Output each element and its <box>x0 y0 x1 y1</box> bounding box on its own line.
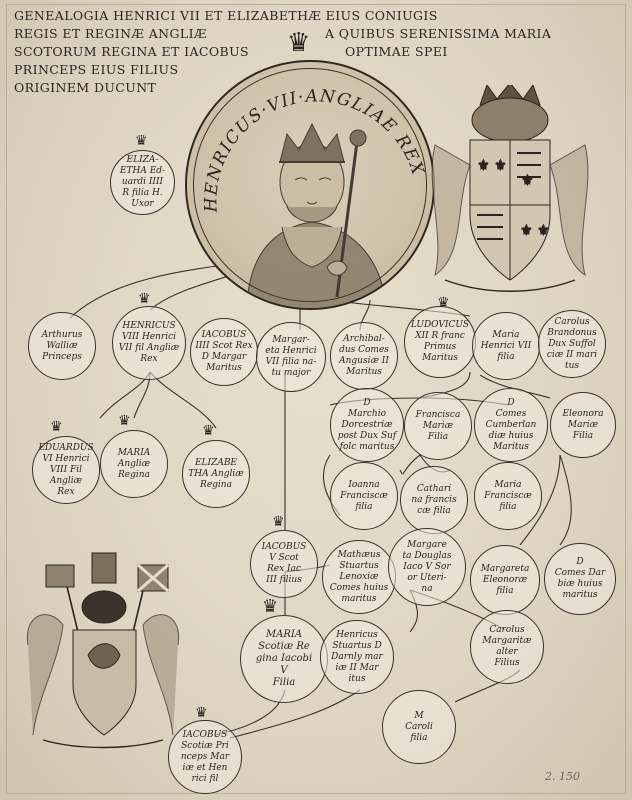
svg-text:⚜ ⚜: ⚜ ⚜ <box>477 158 507 174</box>
medallion-eduardus: EDUARDUS VI Henrici VIII Fil Angliæ Rex <box>32 436 100 504</box>
crown-iacobus-scotiae-icon: ♛ <box>195 705 208 721</box>
crown-icon: ♛ <box>287 28 311 58</box>
title-line-3: A QUIBUS SERENISSIMA MARIA <box>325 26 552 41</box>
medallion-maria-henrici: Maria Henrici VII filia <box>472 312 540 380</box>
medallion-catharina: Cathari na francis cæ filia <box>400 466 468 534</box>
medallion-mathaeus: Mathæus Stuartus Lenoxiæ Comes huius mar… <box>322 540 396 614</box>
medallion-iacobus-iiii: IACOBUS IIII Scot Rex D Margar Maritus <box>190 318 258 386</box>
medallion-henricus-stuartus: Henricus Stuartus D Darnly mar iæ II Mar… <box>320 620 394 694</box>
royal-arms-icon: ⚜ ⚜ ⚜ ⚜ ⚜ <box>431 85 589 292</box>
title-line-1: GENEALOGIA HENRICI VII ET ELIZABETHÆ EIU… <box>14 8 438 23</box>
medallion-arthurus: Arthurus Walliæ Princeps <box>28 312 96 380</box>
medallion-comes-cumberland: D Comes Cumberlan diæ huius Maritus <box>474 388 548 462</box>
title-line-7: ORIGINEM DUCUNT <box>14 80 157 95</box>
crown-iacobus-v-icon: ♛ <box>272 514 285 530</box>
medallion-maria-scotiae: MARIA Scotiæ Re gina Iacobi V Filia <box>240 615 328 703</box>
medallion-m-caroli: M Caroli filia <box>382 690 456 764</box>
title-line-5: OPTIMAE SPEI <box>345 44 448 59</box>
medallion-elizabetha-regina: ELIZABE THA Angliæ Regina <box>182 440 250 508</box>
medallion-francisca: Francisca Mariæ Filia <box>404 392 472 460</box>
catalog-mark: 2. 150 <box>545 770 580 783</box>
medallion-ioanna: Ioanna Franciscæ filia <box>330 462 398 530</box>
title-line-4: SCOTORUM REGINA ET IACOBUS <box>14 44 249 59</box>
title-line-6: PRINCEPS EIUS FILIUS <box>14 62 179 77</box>
medallion-henricus-viii: HENRICUS VIII Henrici VII fil Angliæ Rex <box>112 306 186 380</box>
medallion-ludovicus: LUDOVICUS XII R franc Primus Maritus <box>404 306 476 378</box>
crown-henry-viii-icon: ♛ <box>138 291 151 307</box>
medallion-carolus-margaritae: Carolus Margaritæ alter Filius <box>470 610 544 684</box>
scottish-arms-icon <box>26 552 180 749</box>
medallion-comes-darbiae: D Comes Dar biæ huius maritus <box>544 543 616 615</box>
medallion-elizabeth: ELIZA- ETHA Ed- uardi IIII R filia H. Ux… <box>110 150 175 215</box>
plate-border <box>6 4 626 794</box>
medallion-maria-franc: Maria Franciscæ filia <box>474 462 542 530</box>
crown-elizabetha-icon: ♛ <box>202 423 215 439</box>
medallion-carolus-brandon: Carolus Brandonus Dux Suffol ciæ II mari… <box>538 310 606 378</box>
portrait-inner-ring <box>193 68 427 302</box>
medallion-margareta: Margar- eta Henrici VII filia na- tu maj… <box>256 322 326 392</box>
medallion-eleonora: Eleonora Mariæ Filia <box>550 392 616 458</box>
medallion-iacobus-scotiae: IACOBUS Scotiæ Pri nceps Mar iæ et Hen r… <box>168 720 242 794</box>
svg-text:⚜: ⚜ <box>521 173 534 189</box>
medallion-archibaldus: Archibal- dus Comes Angusiæ II Maritus <box>330 322 398 390</box>
crown-maria-scotiae-icon: ♛ <box>262 596 279 617</box>
medallion-iacobus-v: IACOBUS V Scot Rex Iac III filius <box>250 530 318 598</box>
title-line-2: REGIS ET REGINÆ ANGLIÆ <box>14 26 207 41</box>
medallion-margareta-douglas: Margare ta Douglas Iaco V Sor or Uteri- … <box>388 528 466 606</box>
medallion-marchio: D Marchio Dorcestriæ post Dux Suf folc m… <box>330 388 404 462</box>
crown-elizabeth-icon: ♛ <box>135 133 148 149</box>
medallion-maria-regina: MARIA Angliæ Regina <box>100 430 168 498</box>
crown-eduardus-icon: ♛ <box>50 419 63 435</box>
medallion-margareta-eleonorae: Margareta Eleonoræ filia <box>470 545 540 615</box>
crown-maria-icon: ♛ <box>118 413 131 429</box>
svg-text:⚜ ⚜: ⚜ ⚜ <box>520 223 550 239</box>
